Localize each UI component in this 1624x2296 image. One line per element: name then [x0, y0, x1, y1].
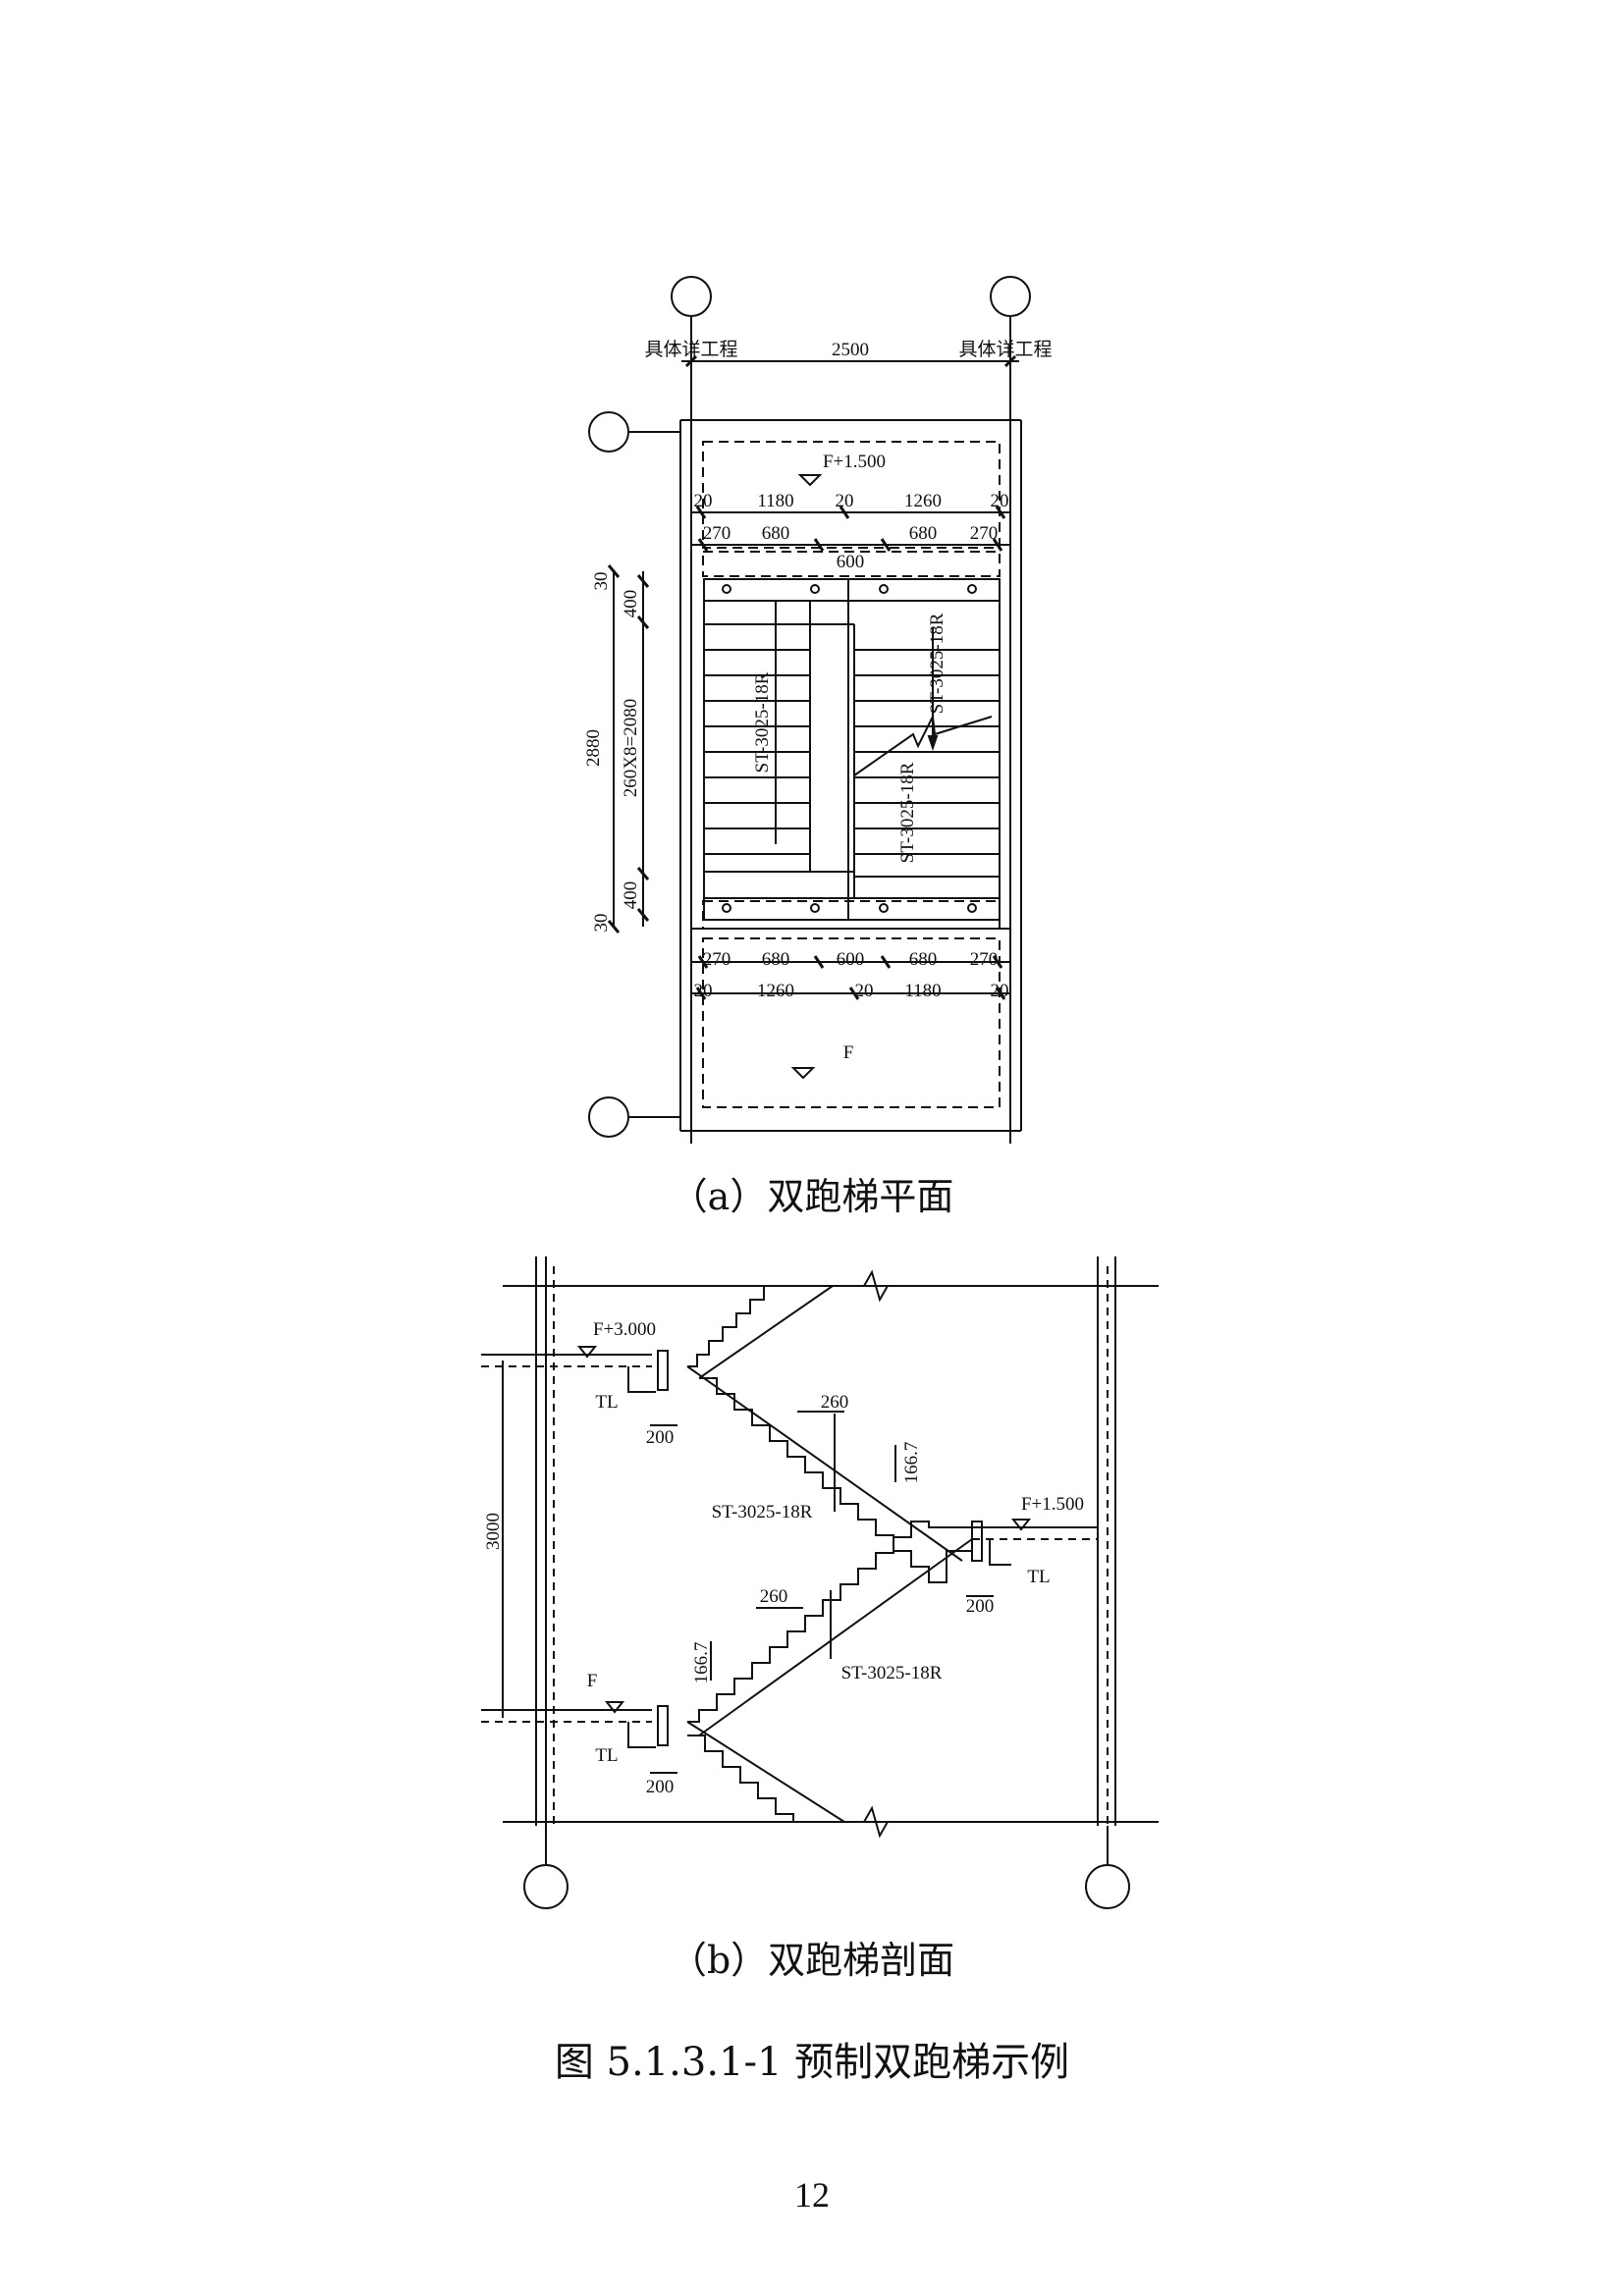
plan-bot1-c: 600 [837, 949, 865, 970]
section-riser-upper: 166.7 [901, 1442, 922, 1484]
section-flight-label-lower: ST-3025-18R [841, 1663, 943, 1683]
plan-gap-top: 600 [837, 552, 865, 572]
plan-bot2-a: 20 [694, 981, 713, 1001]
plan-top2-d: 270 [970, 523, 999, 544]
figure-caption: 图 5.1.3.1-1 预制双跑梯示例 [554, 2040, 1070, 2085]
section-bearing-bottom: 200 [646, 1777, 675, 1797]
plan-left-400-top: 400 [621, 590, 641, 618]
plan-top1-e: 20 [991, 491, 1009, 511]
plan-flight-right-label-top: ST-3025-18R [927, 613, 947, 714]
plan-bot2-e: 20 [991, 981, 1009, 1001]
axis-bubble-left-upper [588, 411, 629, 453]
plan-bot1-b: 680 [762, 949, 790, 970]
axis-bubble-bottom-left [523, 1864, 568, 1909]
stair-section [481, 1256, 1159, 1909]
section-tl-bottom: TL [595, 1745, 618, 1766]
section-bearing-top: 200 [646, 1427, 675, 1448]
section-tread-lower: 260 [760, 1586, 788, 1607]
axis-bubble-top-right [990, 276, 1031, 317]
section-level-mid: F+1.500 [1021, 1494, 1084, 1515]
plan-bot2-c: 20 [855, 981, 874, 1001]
section-level-top: F+3.000 [593, 1319, 656, 1340]
plan-level-upper: F+1.500 [823, 452, 886, 472]
plan-treads-left [704, 623, 810, 873]
plan-top2-a: 270 [703, 523, 731, 544]
section-riser-lower: 166.7 [691, 1642, 712, 1684]
section-tl-mid: TL [1027, 1567, 1050, 1587]
section-tl-top: TL [595, 1392, 618, 1413]
plan-bot2-b: 1260 [757, 981, 794, 1001]
section-level-bottom: F [587, 1671, 598, 1691]
plan-left-30-bot: 30 [591, 914, 612, 933]
plan-bot1-d: 680 [909, 949, 938, 970]
plan-total-width: 2500 [832, 340, 869, 360]
plan-note-left: 具体详工程 [644, 339, 737, 360]
plan-left-400-bot: 400 [621, 881, 641, 910]
page-number: 12 [794, 2175, 830, 2215]
plan-bot1-a: 270 [703, 949, 731, 970]
plan-top1-b: 1180 [757, 491, 793, 511]
plan-top1-d: 1260 [904, 491, 942, 511]
section-caption: （b）双跑梯剖面 [669, 1939, 955, 1982]
section-flight-label-upper: ST-3025-18R [712, 1502, 813, 1522]
section-height-dim: 3000 [483, 1513, 504, 1550]
axis-bubble-bottom-right [1085, 1864, 1130, 1909]
plan-left-total: 2880 [583, 729, 604, 767]
plan-caption: （a）双跑梯平面 [670, 1175, 954, 1218]
plan-left-30-top: 30 [591, 572, 612, 591]
plan-flight-right-label-bottom: ST-3025-18R [897, 762, 918, 863]
plan-top1-c: 20 [836, 491, 854, 511]
axis-bubble-top-left [671, 276, 712, 317]
section-bearing-mid: 200 [966, 1596, 995, 1617]
plan-bot2-d: 1180 [904, 981, 941, 1001]
plan-bot1-e: 270 [970, 949, 999, 970]
axis-bubble-left-lower [588, 1096, 629, 1138]
stair-plan [588, 276, 1031, 1144]
plan-top1-a: 20 [694, 491, 713, 511]
plan-note-right: 具体详工程 [958, 339, 1052, 360]
plan-flight-left-label: ST-3025-18R [752, 671, 773, 773]
plan-left-2080: 260X8=2080 [621, 699, 641, 797]
plan-level-lower: F [843, 1042, 854, 1063]
section-tread-upper: 260 [821, 1392, 849, 1413]
plan-top2-c: 680 [909, 523, 938, 544]
plan-top2-b: 680 [762, 523, 790, 544]
